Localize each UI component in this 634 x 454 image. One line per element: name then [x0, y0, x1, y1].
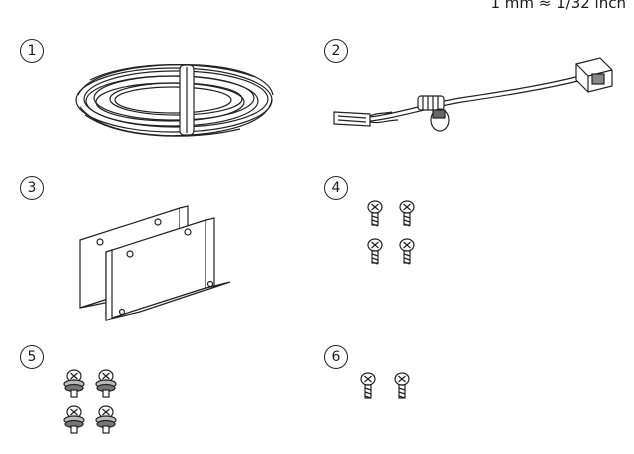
mounting-brackets-icon	[79, 205, 231, 321]
screws-with-washers-icon	[63, 369, 117, 434]
wiring-harness-icon	[333, 57, 613, 132]
item-number-5: 5	[20, 345, 44, 369]
item-number-6: 6	[324, 345, 348, 369]
item-number-2: 2	[324, 39, 348, 63]
cable-coil-icon	[75, 64, 274, 137]
screws-icon	[367, 200, 415, 265]
item-number-1: 1	[20, 39, 44, 63]
item-number-4: 4	[324, 176, 348, 200]
item-number-3: 3	[20, 176, 44, 200]
screws-pair-icon	[360, 372, 410, 399]
scale-note: 1 mm ≈ 1/32 inch	[490, 0, 626, 12]
